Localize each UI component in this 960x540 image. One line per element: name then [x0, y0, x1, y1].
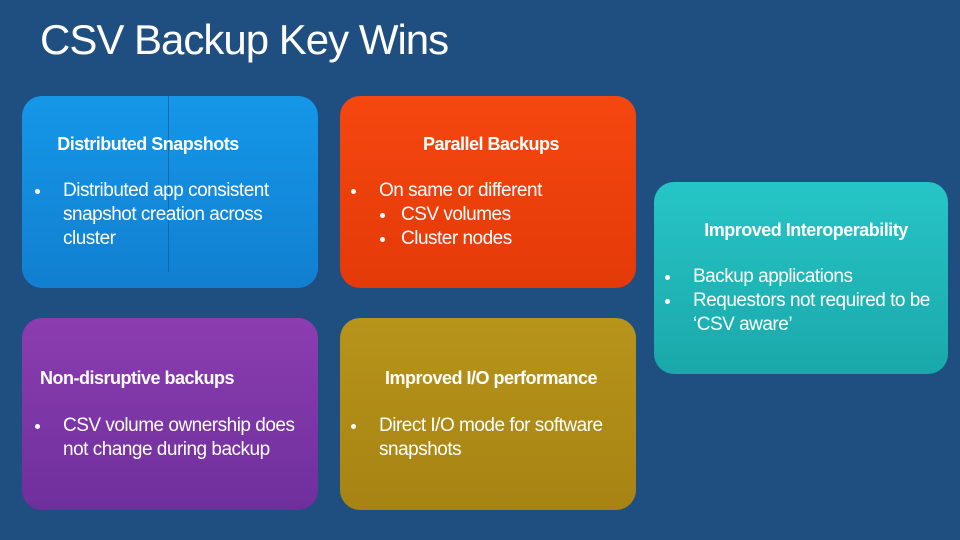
- card-heading: Parallel Backups: [422, 134, 560, 154]
- bullet-icon: [665, 299, 670, 304]
- bullet-list: On same or different CSV volumes Cluster…: [346, 179, 626, 251]
- bullet-icon: [35, 424, 40, 429]
- list-item: Direct I/O mode for software snapshots: [346, 414, 631, 462]
- bullet-icon: [665, 275, 670, 280]
- bullet-text: Cluster nodes: [401, 228, 512, 249]
- bullet-list: Direct I/O mode for software snapshots: [346, 414, 631, 462]
- card-divider: [168, 96, 169, 272]
- sub-bullet-list: CSV volumes Cluster nodes: [379, 203, 626, 251]
- parallel-backups-card: Parallel Backups On same or different CS…: [340, 96, 636, 288]
- bullet-text: Distributed app consistent snapshot crea…: [63, 180, 269, 249]
- bullet-icon: [35, 189, 40, 194]
- bullet-text: CSV volume ownership does not change dur…: [63, 415, 295, 460]
- bullet-text: Direct I/O mode for software snapshots: [379, 415, 603, 460]
- bullet-list: Backup applications Requestors not requi…: [660, 265, 940, 337]
- bullet-icon: [380, 237, 385, 242]
- improved-io-performance-card: Improved I/O performance Direct I/O mode…: [340, 318, 636, 510]
- card-heading: Distributed Snapshots: [57, 134, 239, 154]
- bullet-icon: [380, 213, 385, 218]
- improved-interoperability-card: Improved Interoperability Backup applica…: [654, 182, 948, 374]
- list-item: CSV volume ownership does not change dur…: [30, 414, 310, 462]
- slide-title: CSV Backup Key Wins: [40, 16, 449, 63]
- bullet-icon: [351, 189, 356, 194]
- bullet-text: Backup applications: [693, 266, 853, 287]
- list-item: On same or different CSV volumes Cluster…: [346, 179, 626, 251]
- list-item: CSV volumes: [379, 203, 626, 227]
- card-heading: Improved Interoperability: [704, 220, 908, 240]
- bullet-text: CSV volumes: [401, 204, 511, 225]
- list-item: Cluster nodes: [379, 227, 626, 251]
- bullet-list: CSV volume ownership does not change dur…: [30, 414, 310, 462]
- distributed-snapshots-card: Distributed Snapshots Distributed app co…: [22, 96, 318, 288]
- list-item: Requestors not required to be ‘CSV aware…: [660, 289, 940, 337]
- bullet-text: Requestors not required to be ‘CSV aware…: [693, 290, 930, 335]
- bullet-list: Distributed app consistent snapshot crea…: [30, 179, 300, 251]
- bullet-icon: [351, 424, 356, 429]
- bullet-text: On same or different: [379, 180, 542, 201]
- card-heading: Non-disruptive backups: [40, 368, 235, 388]
- non-disruptive-backups-card: Non-disruptive backups CSV volume owners…: [22, 318, 318, 510]
- list-item: Distributed app consistent snapshot crea…: [30, 179, 300, 251]
- list-item: Backup applications: [660, 265, 940, 289]
- card-heading: Improved I/O performance: [384, 368, 598, 388]
